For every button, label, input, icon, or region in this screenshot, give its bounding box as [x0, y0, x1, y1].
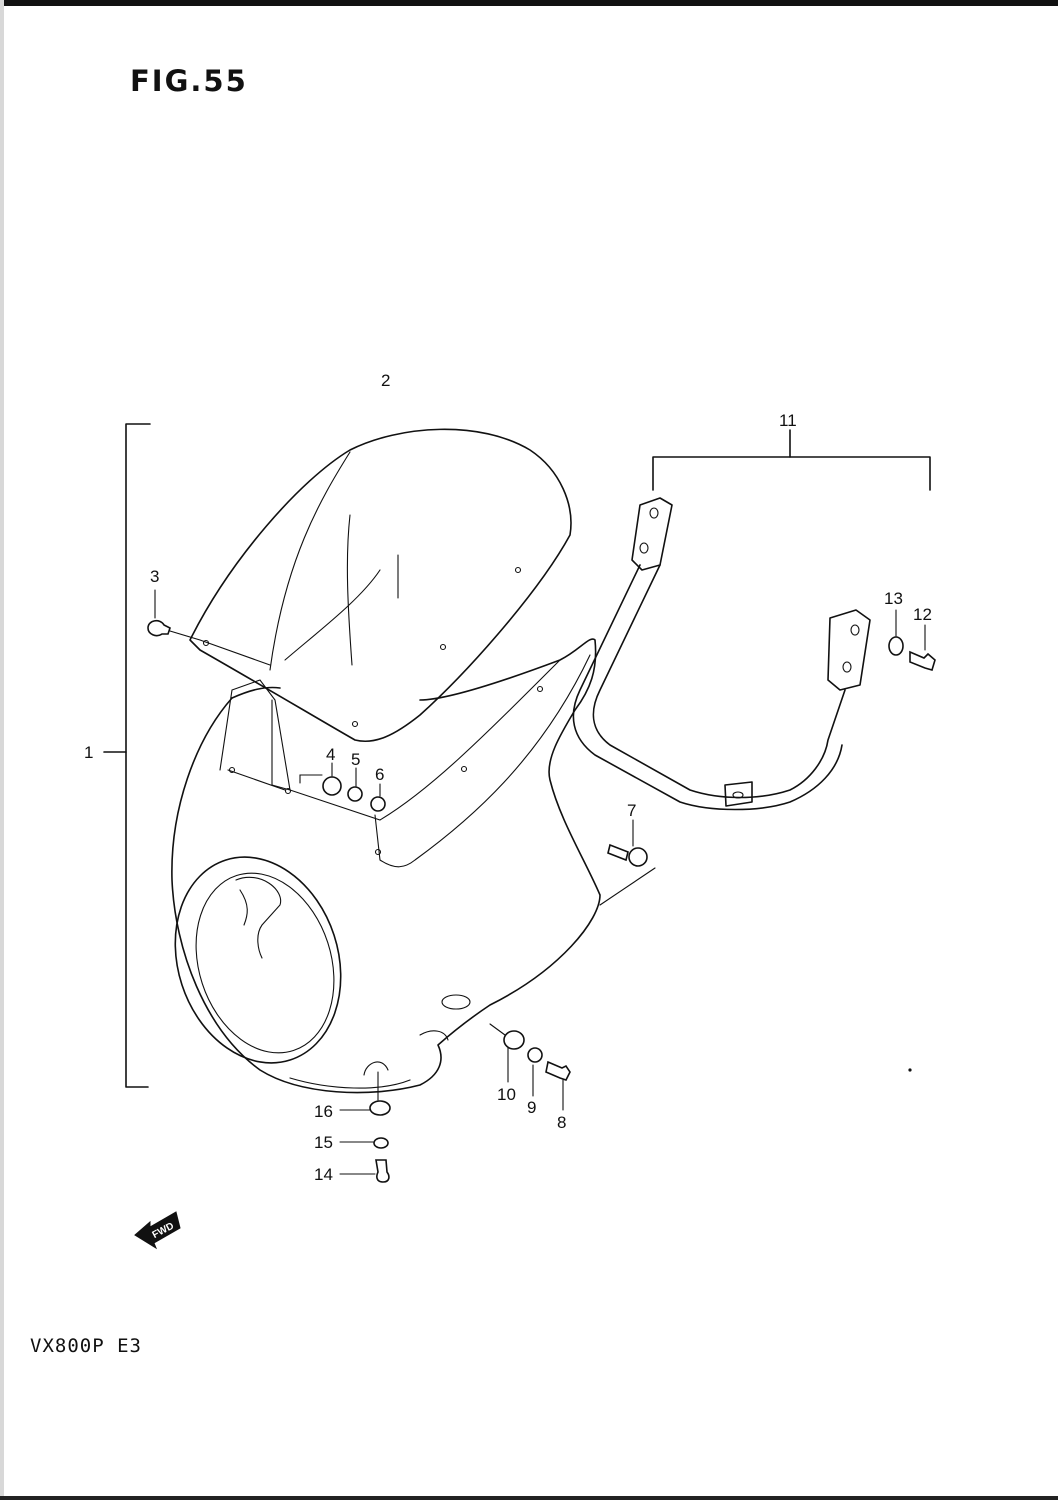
callout-16: 16: [314, 1102, 333, 1121]
callout-15: 15: [314, 1133, 333, 1152]
bottom-border: [0, 1496, 1058, 1500]
callout-7: 7: [627, 801, 636, 820]
top-border: [0, 0, 1058, 6]
callout-labels: 1 2 3 4 5 6 7 8 9 10 11 12 13 14 15 16: [84, 371, 932, 1184]
callout-1: 1: [84, 743, 93, 762]
callout-13: 13: [884, 589, 903, 608]
callout-14: 14: [314, 1165, 333, 1184]
headlight-cowling: [171, 638, 601, 1094]
stray-dot: [908, 1068, 912, 1072]
callout-5: 5: [351, 750, 360, 769]
callout-8: 8: [557, 1113, 566, 1132]
fasteners: [147, 589, 936, 1183]
callout-6: 6: [375, 765, 384, 784]
forward-direction-arrow: FWD: [134, 1211, 181, 1250]
callout-11: 11: [779, 411, 797, 430]
callout-10: 10: [497, 1085, 516, 1104]
callout-2: 2: [381, 371, 390, 390]
assembly-bracket-1: [103, 423, 151, 1088]
callout-9: 9: [527, 1098, 536, 1117]
cowling-bracket-part: [572, 429, 931, 811]
windscreen-part: [189, 428, 572, 742]
callout-12: 12: [913, 605, 932, 624]
figure-title: FIG.55: [130, 64, 248, 98]
callout-4: 4: [326, 745, 335, 764]
model-code: VX800P E3: [30, 1335, 142, 1357]
left-border: [0, 0, 4, 1500]
callout-3: 3: [150, 567, 159, 586]
